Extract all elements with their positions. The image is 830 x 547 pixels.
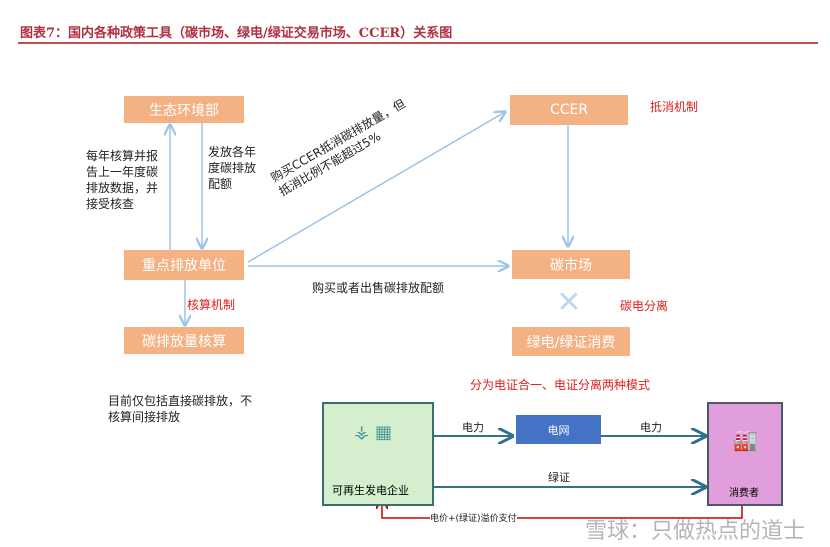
node-producer: ⚶ ▦ 可再生发电企业: [322, 402, 434, 506]
node-carbon-market: 碳市场: [512, 250, 630, 279]
consumer-label: 消费者: [729, 488, 759, 499]
figure-title: 图表7：国内各种政策工具（碳市场、绿电/绿证交易市场、CCER）关系图: [20, 26, 453, 41]
watermark: 雪球：只做热点的道士: [585, 519, 806, 544]
title-rule: [18, 42, 818, 44]
label-payment: 电价+(绿证)溢价支付: [430, 511, 517, 527]
label-report: 每年核算并报告上一年度碳排放数据，并接受核查: [86, 149, 159, 211]
node-consumer: 🏭 消费者: [707, 402, 783, 506]
label-cert: 绿证: [548, 471, 570, 484]
wind-solar-icon: ⚶ ▦: [354, 422, 393, 443]
node-emitter: 重点排放单位: [124, 250, 244, 280]
label-trade: 购买或者出售碳排放配额: [312, 281, 445, 295]
red-decouple: 碳电分离: [620, 299, 669, 313]
decouple-x-icon: ✕: [556, 285, 581, 320]
red-accounting: 核算机制: [187, 298, 236, 312]
node-ccer: CCER: [510, 95, 628, 125]
factory-icon: 🏭: [733, 428, 758, 452]
label-direct: 目前仅包括直接碳排放，不核算间接排放: [108, 394, 253, 424]
red-offset: 抵消机制: [650, 100, 699, 114]
label-power2: 电力: [640, 421, 662, 434]
node-ministry: 生态环境部: [124, 96, 244, 123]
red-modes: 分为电证合一、电证分离两种模式: [470, 378, 651, 392]
node-green: 绿电/绿证消费: [512, 327, 630, 356]
label-allocate: 发放各年度碳排放配额: [208, 145, 257, 191]
node-grid: 电网: [516, 415, 601, 444]
label-power1: 电力: [462, 421, 484, 434]
producer-label: 可再生发电企业: [332, 484, 409, 497]
node-accounting: 碳排放量核算: [124, 327, 244, 354]
